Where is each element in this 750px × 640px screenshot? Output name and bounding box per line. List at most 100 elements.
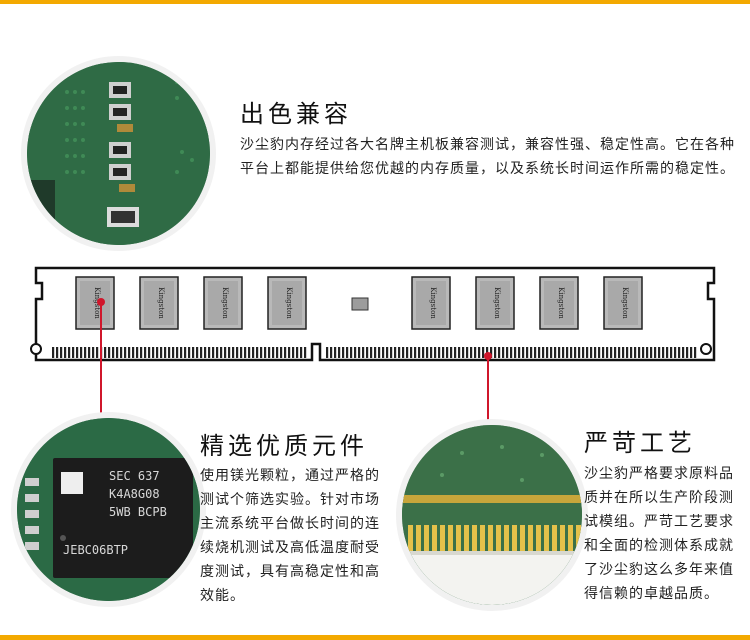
contact-pin	[502, 347, 505, 358]
contact-pin	[382, 347, 385, 358]
gold-finger	[496, 525, 501, 553]
memory-chip-closeup-image: SEC 637 K4A8G08 5WB BCPB JEBC06BTP	[17, 418, 200, 601]
contact-pin	[276, 347, 279, 358]
contact-pin	[418, 347, 421, 358]
contact-pin	[252, 347, 255, 358]
chip-brand-label: Kingston	[621, 287, 629, 319]
contact-pin	[244, 347, 247, 358]
contact-pin	[646, 347, 649, 358]
contact-pin	[148, 347, 151, 358]
center-component	[351, 297, 369, 311]
chip-package	[53, 458, 193, 578]
contact-pin	[200, 347, 203, 358]
section-body-craftsmanship: 沙尘豹严格要求原料品质并在所以生产阶段测试模组。严苛工艺要求和全面的检测体系成就…	[584, 466, 734, 602]
contact-pin	[346, 347, 349, 358]
chip-brand-label: Kingston	[493, 287, 501, 319]
contact-pin	[474, 347, 477, 358]
contact-pin	[140, 347, 143, 358]
memory-chip: Kingston	[267, 276, 307, 330]
contact-pin	[374, 347, 377, 358]
contact-pin	[674, 347, 677, 358]
contact-pin	[184, 347, 187, 358]
contact-pin	[406, 347, 409, 358]
contact-pin	[610, 347, 613, 358]
contact-pin	[180, 347, 183, 358]
contact-pin	[422, 347, 425, 358]
gold-contacts-left	[52, 347, 307, 358]
contact-pin	[650, 347, 653, 358]
contact-pin	[478, 347, 481, 358]
contact-pin	[156, 347, 159, 358]
contact-pin	[216, 347, 219, 358]
contact-pin	[88, 347, 91, 358]
contact-pin	[666, 347, 669, 358]
contact-pin	[370, 347, 373, 358]
contact-pin	[510, 347, 513, 358]
section-title-compatibility: 出色兼容	[240, 100, 352, 128]
contact-pin	[618, 347, 621, 358]
contact-pin	[136, 347, 139, 358]
gold-finger	[544, 525, 549, 553]
pointer-dot-left-top	[97, 298, 105, 306]
contact-pin	[284, 347, 287, 358]
contact-pin	[240, 347, 243, 358]
gold-finger	[568, 525, 573, 553]
contact-pin	[582, 347, 585, 358]
contact-pin	[634, 347, 637, 358]
contact-pin	[678, 347, 681, 358]
contact-pin	[72, 347, 75, 358]
contact-pin	[386, 347, 389, 358]
contact-pin	[76, 347, 79, 358]
contact-pin	[490, 347, 493, 358]
contact-pin	[546, 347, 549, 358]
gold-finger	[488, 525, 493, 553]
contact-pin	[438, 347, 441, 358]
contact-pin	[466, 347, 469, 358]
chip-brand-label: Kingston	[429, 287, 437, 319]
contact-pin	[538, 347, 541, 358]
contact-pin	[578, 347, 581, 358]
gold-finger	[448, 525, 453, 553]
contact-pin	[694, 347, 697, 358]
contact-pin	[654, 347, 657, 358]
contact-pin	[164, 347, 167, 358]
contact-pin	[168, 347, 171, 358]
memory-chip: Kingston	[603, 276, 643, 330]
contact-pin	[430, 347, 433, 358]
chip-brand-label: Kingston	[285, 287, 293, 319]
gold-finger	[480, 525, 485, 553]
chip-brand-label: Kingston	[557, 287, 565, 319]
contact-pin	[642, 347, 645, 358]
contact-pin	[152, 347, 155, 358]
contact-pin	[542, 347, 545, 358]
contact-pin	[670, 347, 673, 358]
contact-pin	[116, 347, 119, 358]
contact-pin	[208, 347, 211, 358]
gold-finger-row	[408, 525, 581, 553]
contact-pin	[394, 347, 397, 358]
contact-pin	[566, 347, 569, 358]
contact-pin	[606, 347, 609, 358]
gold-finger	[440, 525, 445, 553]
gold-finger	[528, 525, 533, 553]
memory-chip: Kingston	[539, 276, 579, 330]
contact-pin	[378, 347, 381, 358]
contact-pin	[248, 347, 251, 358]
gold-finger	[504, 525, 509, 553]
contact-pin	[112, 347, 115, 358]
chip-line-2: K4A8G08	[109, 487, 160, 501]
top-accent-bar	[0, 0, 750, 4]
contact-pin	[220, 347, 223, 358]
memory-chip: Kingston	[203, 276, 243, 330]
contact-pin	[554, 347, 557, 358]
contact-pin	[304, 347, 307, 358]
contact-pin	[570, 347, 573, 358]
contact-pin	[236, 347, 239, 358]
contact-pin	[228, 347, 231, 358]
contact-pin	[458, 347, 461, 358]
contact-pin	[264, 347, 267, 358]
contact-pin	[450, 347, 453, 358]
contact-pin	[366, 347, 369, 358]
gold-finger	[576, 525, 581, 553]
contact-pin	[52, 347, 55, 358]
